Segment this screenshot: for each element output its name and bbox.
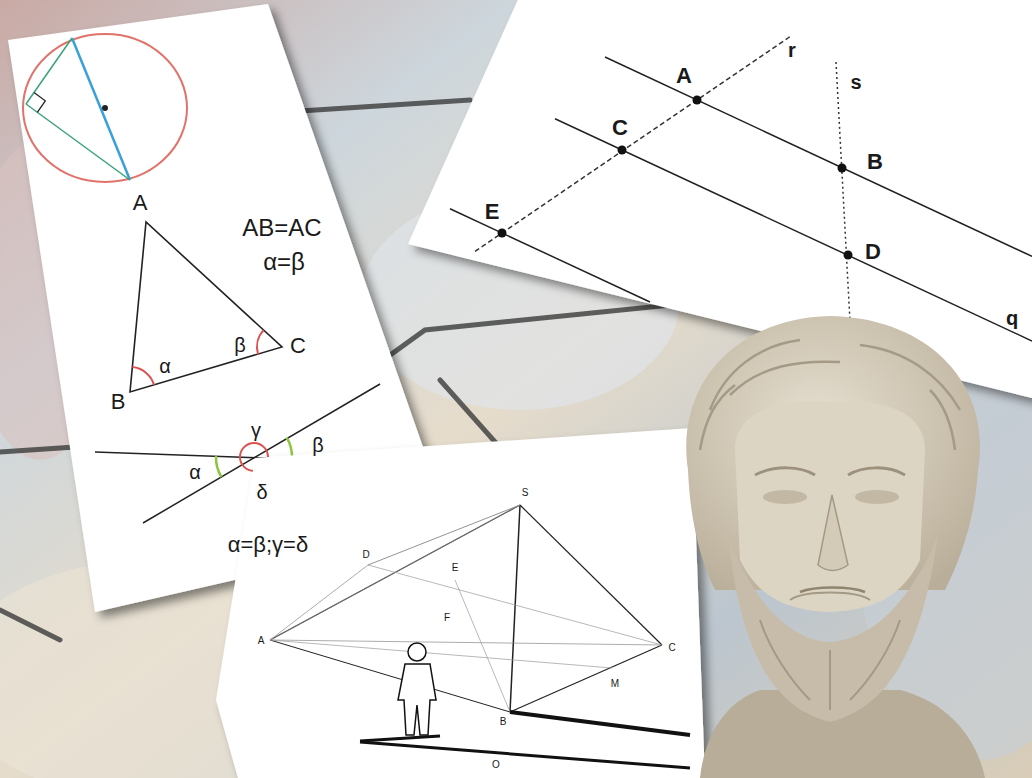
thales-bust-part-part — [760, 620, 810, 700]
parallel-lines-part — [838, 164, 847, 173]
pyramid-figure-part — [270, 565, 368, 640]
angle-label: δ — [256, 482, 267, 502]
intercept-card-part — [408, 0, 1032, 400]
point-label: M — [611, 679, 619, 689]
angle-label: γ — [251, 420, 261, 440]
equation: α=β;γ=δ — [228, 534, 308, 556]
point-label: D — [362, 550, 369, 560]
line-label: s — [850, 72, 861, 92]
vertex-label: B — [111, 391, 126, 413]
vertex-label: C — [290, 335, 306, 357]
point-label: C — [668, 643, 675, 653]
point-label: E — [485, 201, 500, 223]
angle-label: α — [159, 356, 171, 376]
vertex-label: A — [133, 192, 148, 214]
pyramid-figure-part — [270, 505, 520, 640]
pyramid-card — [216, 428, 705, 778]
pyramid-figure-part — [510, 505, 520, 712]
point-label: O — [492, 760, 500, 770]
parallel-lines-part — [605, 57, 1032, 256]
parallel-lines-part — [475, 37, 790, 252]
isosceles-triangle-part — [257, 330, 264, 354]
vertical-angles-part — [216, 456, 221, 477]
thales-bust-part-part — [700, 385, 735, 450]
stone-background-part-part — [0, 610, 60, 640]
angle-label: β — [234, 335, 246, 355]
parallel-lines-part — [836, 62, 851, 340]
equation: AB=AC — [242, 216, 321, 240]
point-label: D — [865, 241, 881, 263]
stone-background-part-part — [285, 100, 470, 112]
pyramid-figure-part — [455, 580, 510, 712]
pyramid-figure-part — [270, 640, 510, 712]
circle-figure-part — [23, 34, 187, 182]
thales-bust-part — [760, 593, 900, 711]
thales-bust-part — [800, 588, 865, 593]
pyramid-card-part — [216, 428, 705, 778]
pyramid-figure-part — [270, 640, 662, 645]
pyramid-figure-part — [510, 645, 662, 712]
thales-bust-part — [855, 490, 899, 504]
point-label: A — [676, 65, 692, 87]
parallel-lines-part — [450, 209, 650, 302]
isosceles-triangle-part — [132, 367, 154, 385]
parallel-lines-part — [618, 146, 627, 155]
equation: α=β — [263, 250, 305, 274]
pyramid-figure-part — [270, 505, 520, 640]
pyramid-figure-part — [368, 505, 520, 565]
parallel-lines-part — [693, 96, 702, 105]
person-silhouette-part — [398, 664, 436, 735]
point-label: S — [522, 488, 529, 498]
pyramid-figure-part — [510, 712, 690, 735]
circle-figure-part — [34, 93, 45, 113]
parallel-lines — [450, 37, 1032, 341]
thales-bust-part — [848, 468, 905, 475]
point-label: E — [452, 563, 459, 573]
parallel-lines-part — [844, 251, 853, 260]
thales-bust-part-part — [710, 340, 800, 410]
circle-figure-part — [26, 38, 72, 104]
parallel-lines-part — [555, 119, 1032, 341]
thales-bust-part-part — [790, 593, 870, 601]
thales-bust-part-part — [860, 345, 960, 410]
thales-bust-part-part — [850, 620, 900, 700]
pyramid-figure-part — [360, 742, 690, 768]
pyramid-figure-part — [270, 640, 612, 668]
point-label: F — [444, 613, 450, 623]
circle-figure-part — [102, 105, 108, 111]
person-silhouette-part — [408, 643, 426, 661]
person-silhouette-part — [360, 736, 440, 741]
angle-label: β — [312, 435, 324, 455]
circle-figure — [23, 34, 187, 182]
parallel-lines-part — [498, 229, 507, 238]
circle-figure-part — [26, 104, 130, 180]
intercept-card — [408, 0, 1032, 400]
isosceles-triangle — [130, 222, 282, 392]
thales-bust-part — [763, 490, 807, 504]
thales-bust-part — [818, 495, 848, 571]
thales-bust-part-part — [829, 650, 831, 710]
thales-bust-part-part — [930, 390, 955, 450]
person-silhouette — [360, 643, 440, 741]
vertical-angles-part — [287, 437, 292, 458]
point-label: C — [612, 117, 628, 139]
thales-bust-part — [735, 401, 925, 612]
isosceles-triangle-part — [130, 222, 282, 392]
thales-bust-part-part — [730, 362, 840, 395]
thales-bust-part — [755, 468, 815, 475]
pyramid-figure — [270, 505, 690, 768]
pyramid-figure-part — [368, 565, 662, 645]
line-label: q — [1006, 308, 1018, 328]
angle-label: α — [189, 462, 201, 482]
pyramid-figure-part — [520, 505, 662, 645]
point-label: A — [258, 636, 265, 646]
point-label: B — [500, 717, 507, 727]
line-label: r — [788, 40, 796, 60]
thales-bust — [686, 316, 985, 778]
point-label: B — [867, 151, 883, 173]
